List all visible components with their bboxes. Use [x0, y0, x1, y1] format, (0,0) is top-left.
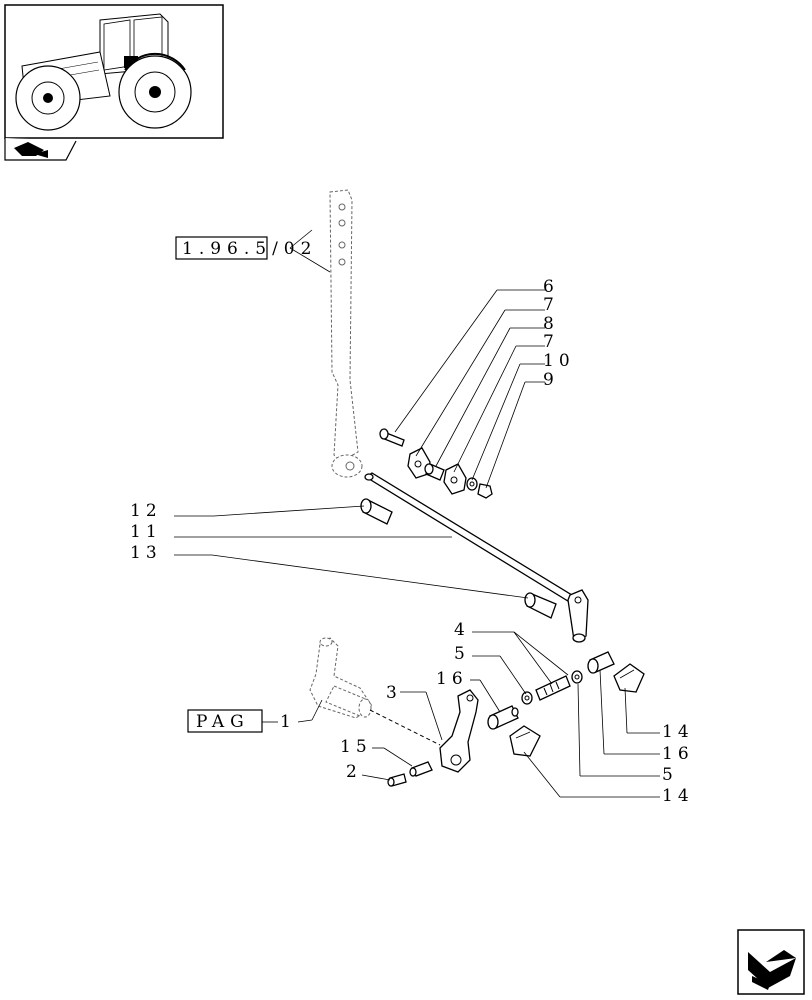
callout-11: 11 [130, 522, 162, 542]
callout-15: 15 [340, 737, 372, 757]
spring-part-4 [535, 675, 571, 701]
callout-9: 9 [543, 370, 559, 390]
top-leaders [394, 289, 545, 489]
clip-part-14b [613, 663, 645, 693]
callout-12: 12 [130, 501, 162, 521]
tractor-thumbnail-icon [4, 4, 224, 139]
callout-16b: 16 [662, 744, 694, 764]
lower-leaders [470, 631, 660, 798]
callout-6: 6 [543, 277, 559, 297]
callout-2: 2 [346, 762, 362, 782]
pin-part-2 [387, 773, 407, 787]
callout-8: 8 [543, 314, 559, 334]
section-reference-box[interactable]: 1.96.5/02 [175, 229, 331, 273]
plate-part-7b [443, 463, 467, 495]
washer-part-10 [466, 477, 478, 491]
page-reference-box[interactable]: PAG 1 [187, 699, 323, 733]
nut-part-9 [477, 483, 493, 499]
callout-13: 13 [130, 543, 162, 563]
callout-10: 10 [543, 351, 575, 371]
left-callouts: 12 11 13 [130, 501, 529, 599]
callout-4: 4 [454, 620, 470, 640]
plate-part-7a [407, 447, 431, 479]
section-reference-text: 1.96.5/02 [182, 239, 317, 259]
spool-reference-part [309, 637, 373, 719]
washer-part-5b [571, 670, 583, 684]
callout-7b: 7 [543, 332, 559, 352]
lower-callout-labels: 4 5 16 14 16 5 14 [436, 620, 694, 806]
spacer-part-16a [487, 705, 519, 730]
callout-1: 1 [280, 712, 296, 732]
clip-part-14a [509, 725, 541, 757]
bolt-part-6 [379, 428, 405, 447]
top-callout-labels: 6 7 8 7 10 9 [543, 277, 575, 390]
callout-5a: 5 [454, 644, 470, 664]
page-reference-text: PAG [196, 712, 250, 732]
callout-16a: 16 [436, 669, 468, 689]
lever-part-3 [439, 689, 479, 773]
callout-7a: 7 [543, 295, 559, 315]
control-rod-part [364, 472, 589, 643]
lift-arm-reference-part [329, 189, 363, 478]
callout-14b: 14 [662, 786, 694, 806]
callout-14a: 14 [662, 722, 694, 742]
pin-part-15 [409, 761, 433, 777]
bush-part-12 [360, 498, 393, 525]
washer-part-5a [521, 691, 533, 705]
callout-5b: 5 [662, 765, 678, 785]
next-page-arrow-icon[interactable] [737, 929, 805, 995]
alignment-dashline [369, 709, 441, 746]
back-arrow-icon[interactable] [4, 138, 77, 161]
spacer-part-16b [587, 651, 615, 674]
spacer-part-8 [424, 463, 445, 481]
callout-3: 3 [386, 683, 402, 703]
bush-part-13 [524, 592, 557, 619]
